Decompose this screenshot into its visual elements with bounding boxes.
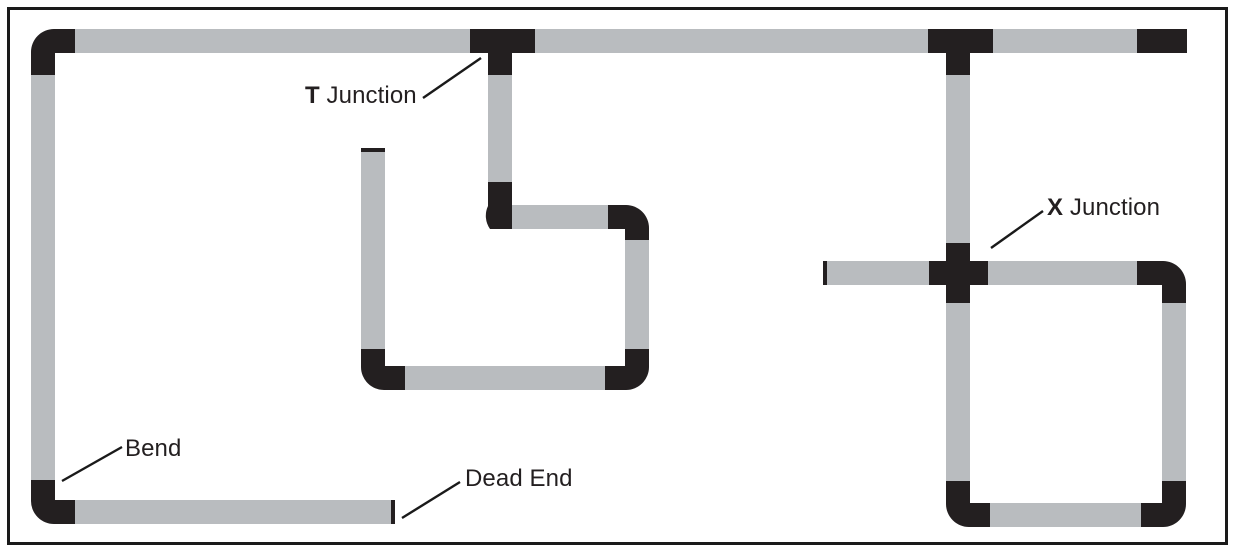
cross-fitting xyxy=(929,243,988,303)
pipe-bottom-left-horizontal xyxy=(75,500,392,524)
label-x-junction-word: Junction xyxy=(1069,194,1161,221)
bend-top-left-elbow xyxy=(31,29,75,75)
leader-line-bend xyxy=(61,445,123,483)
label-t-junction-word: Junction xyxy=(326,82,417,109)
pipe-u-left-vertical xyxy=(361,149,385,349)
pipe-top-left-horizontal xyxy=(75,29,470,53)
label-t-junction: T Junction xyxy=(305,84,417,108)
label-bend: Bend xyxy=(125,437,181,461)
label-dead-end: Dead End xyxy=(465,467,573,491)
pipe-top-right-horizontal xyxy=(993,29,1137,53)
pipe-t-stem-vertical xyxy=(488,75,512,182)
label-t-junction-key: T xyxy=(305,82,320,109)
bend-rect-bottom-right xyxy=(1141,481,1186,527)
x-left-dead-end-cap xyxy=(823,261,827,285)
top-t-fitting xyxy=(470,29,535,75)
u-left-top-cap xyxy=(361,148,385,152)
leader-line-t-junction xyxy=(422,57,482,99)
leader-line-x-junction xyxy=(990,210,1044,249)
pipe-top-middle-horizontal xyxy=(535,29,928,53)
pipe-rect-left-vertical xyxy=(946,303,970,481)
pipe-u-bottom-horizontal xyxy=(405,366,605,390)
label-x-junction-key: X xyxy=(1047,194,1064,221)
pipe-u-right-vertical xyxy=(625,240,649,349)
pipe-x-right-horizontal xyxy=(988,261,1137,285)
pipe-z-horizontal xyxy=(512,205,608,229)
bend-rect-bottom-left xyxy=(946,481,990,527)
bend-z-upper-right xyxy=(608,205,649,240)
pipe-x-left-horizontal xyxy=(824,261,929,285)
bend-u-bottom-left xyxy=(361,349,405,390)
second-t-fitting xyxy=(928,29,993,75)
bottom-left-elbow xyxy=(31,480,75,524)
pipe-rect-bottom-horizontal xyxy=(990,503,1141,527)
bend-rect-top-right xyxy=(1137,261,1186,303)
top-right-dead-end-cap xyxy=(1137,29,1187,53)
bend-z-lower-left xyxy=(485,182,512,229)
label-bend-word: Bend xyxy=(125,435,182,462)
pipe-rect-right-vertical xyxy=(1162,303,1186,481)
pipe-left-vertical xyxy=(31,75,55,480)
label-x-junction: X Junction xyxy=(1047,196,1160,220)
pipe-second-t-stem-vertical xyxy=(946,75,970,243)
label-dead-end-word: Dead End xyxy=(465,465,573,492)
bottom-pipe-end-cap xyxy=(391,500,395,524)
bend-u-bottom-right xyxy=(605,349,649,390)
leader-line-dead-end xyxy=(401,480,461,520)
